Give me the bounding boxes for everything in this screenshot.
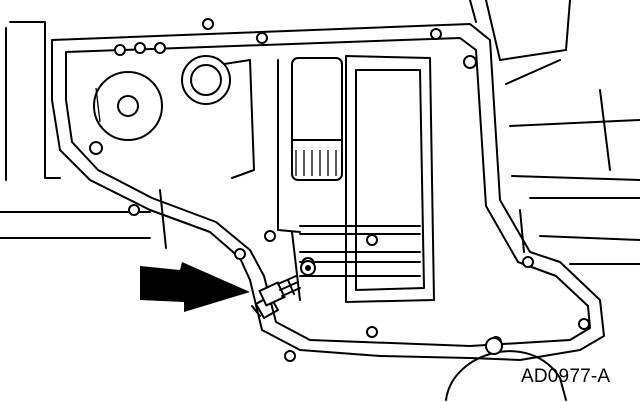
figure-code-label: AD0977-A [521, 366, 611, 387]
oil-pressure-sender [251, 275, 301, 319]
bolt-holes [89, 18, 590, 362]
locator-arrow [140, 262, 250, 312]
right-structure [469, 0, 640, 265]
filter-housing [277, 55, 435, 303]
pump-hub [93, 55, 255, 179]
gasket-housing [51, 23, 605, 361]
lower-casting [445, 337, 567, 401]
left-casing [0, 21, 167, 249]
